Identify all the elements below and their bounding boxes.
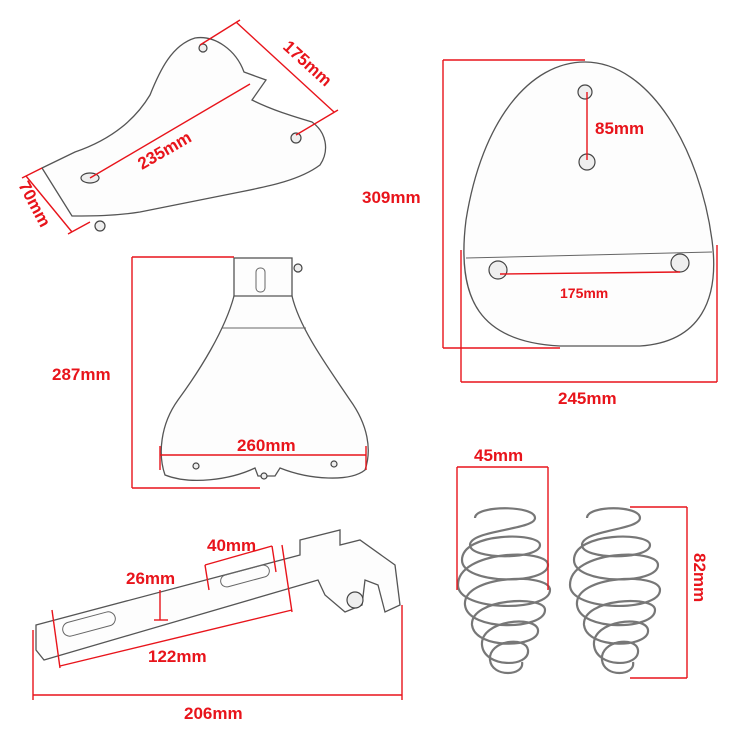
label-122mm: 122mm [148,647,207,666]
dimension-40mm [204,545,277,591]
label-309mm: 309mm [362,188,421,207]
label-245mm: 245mm [558,389,617,408]
spring-right [568,507,662,674]
label-260mm: 260mm [237,436,296,455]
dimension-175mm-top [499,271,681,275]
dimension-122mm [51,544,293,669]
label-82mm: 82mm [690,553,709,602]
dimension-45mm [456,466,549,590]
bracket [35,529,401,661]
spring-left [456,507,552,674]
dimension-206mm [32,605,403,700]
dimension-175mm-angled [199,19,339,136]
dimension-287mm [131,256,260,489]
label-40mm: 40mm [207,536,256,555]
dimension-235mm [89,83,251,179]
dimension-245mm [460,245,718,383]
dimension-70mm [21,167,91,235]
label-45mm: 45mm [474,446,523,465]
label-206mm: 206mm [184,704,243,723]
seat-pan-top [463,61,715,347]
label-287mm: 287mm [52,365,111,384]
dimension-82mm [630,506,688,679]
seat-pan-angled [41,37,327,232]
label-175mm-top: 175mm [560,285,608,301]
dimension-309mm [442,59,585,349]
mount-plate [160,257,369,481]
label-26mm: 26mm [126,569,175,588]
dimension-260mm [159,446,367,470]
dimension-26mm [154,590,168,621]
label-175mm-angled: 175mm [279,37,335,90]
label-85mm: 85mm [595,119,644,138]
